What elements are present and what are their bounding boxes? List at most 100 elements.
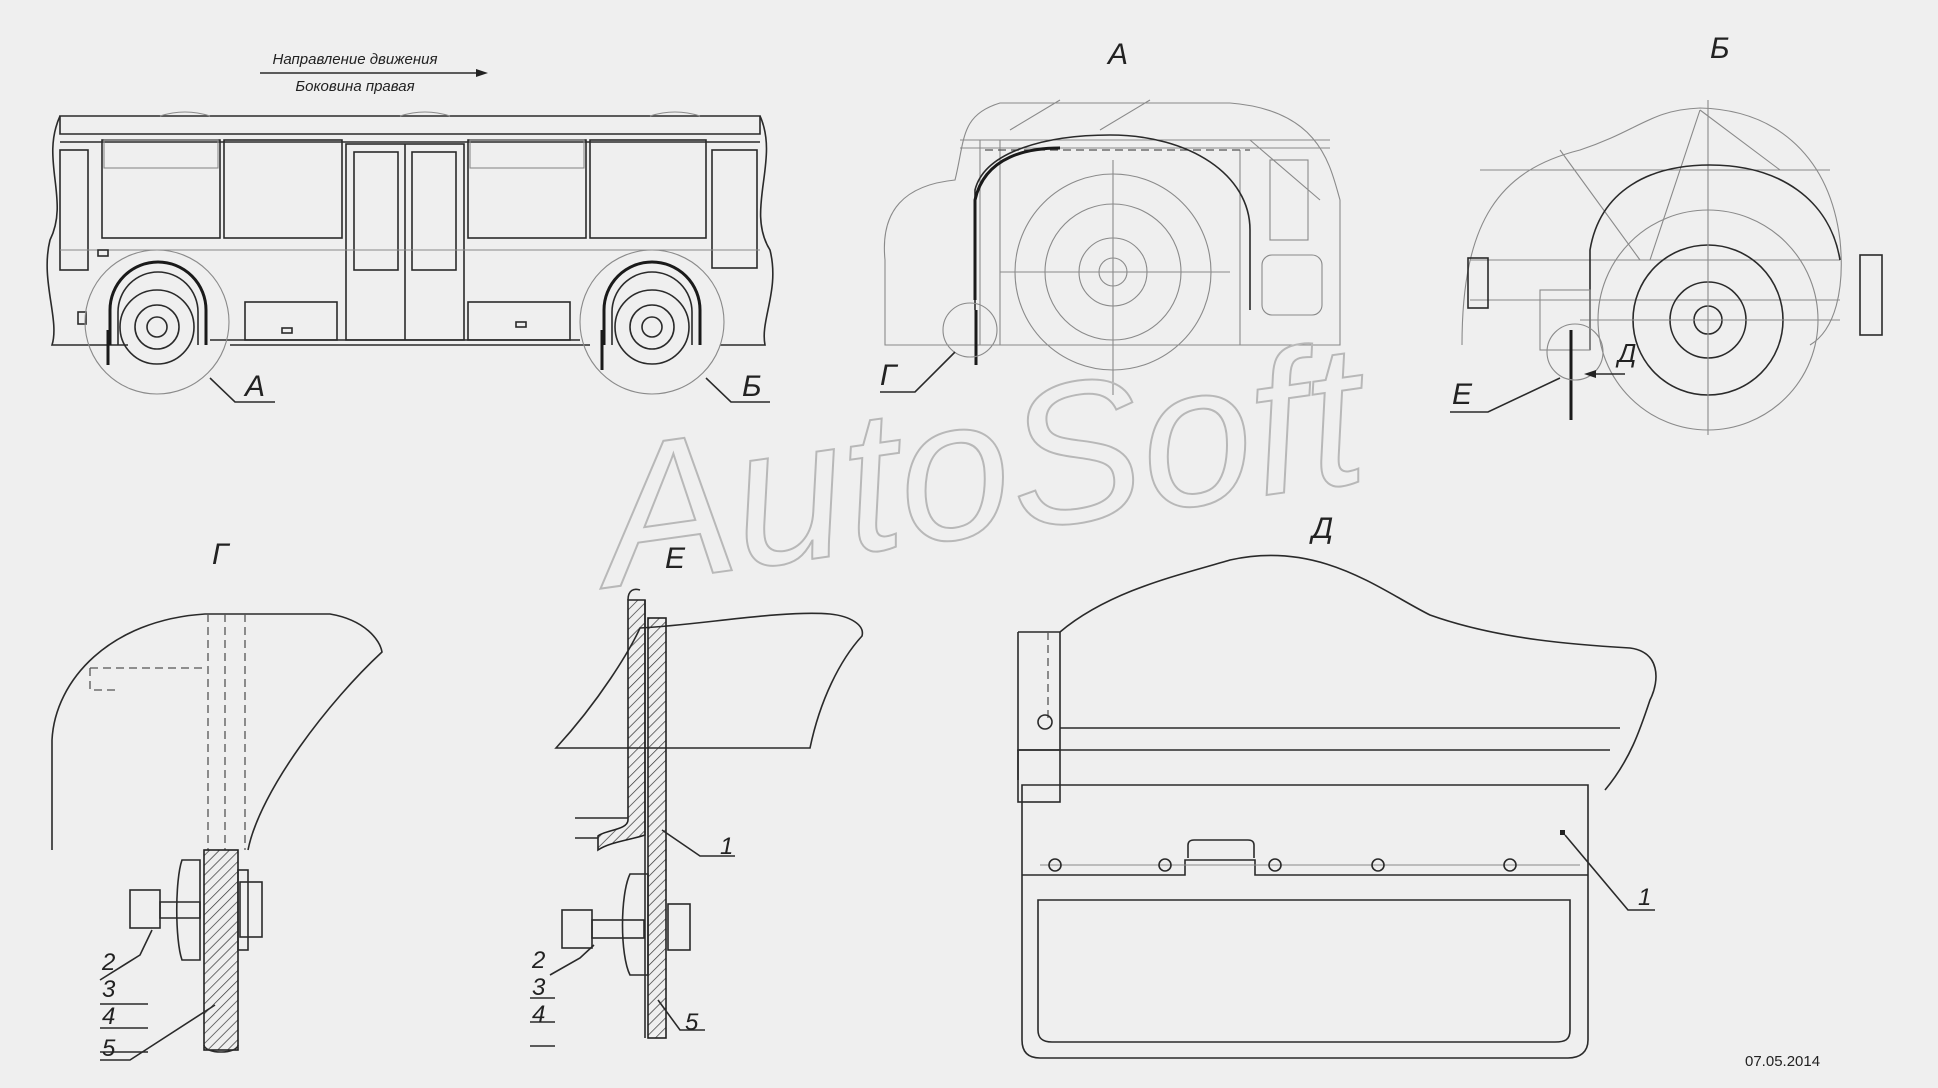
section-e-liner-top bbox=[627, 588, 641, 601]
view-d-bracket-block bbox=[1017, 749, 1061, 803]
door-glass-right bbox=[411, 151, 457, 271]
view-d-lower-edge bbox=[1060, 727, 1620, 751]
section-e-nut bbox=[561, 909, 593, 949]
view-d-fastener-top bbox=[1037, 714, 1053, 730]
hatch-1-handle bbox=[281, 327, 293, 334]
section-g-dashed-verticals bbox=[207, 614, 246, 850]
callout-circle-b bbox=[579, 249, 725, 395]
view-d-mount-line bbox=[1022, 859, 1588, 876]
front-window bbox=[59, 149, 89, 271]
view-a-outline bbox=[883, 102, 1341, 346]
watermark: AutoSoft bbox=[575, 301, 1383, 631]
view-b-bracing bbox=[1559, 109, 1781, 261]
section-g-dashed-profile bbox=[89, 667, 205, 691]
rear-window bbox=[711, 149, 758, 269]
tire-a bbox=[119, 289, 195, 365]
callout-circle-a bbox=[84, 249, 230, 395]
view-d-leader-1 bbox=[1564, 834, 1655, 911]
bus-left-break bbox=[46, 115, 128, 346]
section-e-title: Е bbox=[665, 542, 686, 575]
section-e-bolt bbox=[591, 919, 645, 939]
view-b-title: Б bbox=[1710, 32, 1730, 65]
hatch-1 bbox=[244, 301, 338, 341]
section-g-plate bbox=[237, 869, 249, 951]
section-e-callout-1: 1 bbox=[720, 833, 733, 860]
view-b-frame bbox=[1470, 169, 1840, 301]
label-view-a: А bbox=[243, 370, 265, 403]
view-d: Д 1 bbox=[1017, 512, 1657, 1059]
view-a-arch-liner bbox=[974, 134, 1251, 310]
view-b-leader-e bbox=[1450, 377, 1561, 413]
view-a-bracket bbox=[1269, 159, 1309, 241]
window-4 bbox=[589, 139, 707, 239]
section-g-washer bbox=[175, 859, 201, 961]
view-b-tank bbox=[1539, 289, 1591, 351]
roof-hatches bbox=[159, 111, 701, 117]
view-a-title: А bbox=[1106, 38, 1128, 71]
section-e-leaders-234 bbox=[530, 944, 595, 1047]
view-a-arch-edge bbox=[973, 146, 1061, 300]
wheel-arch-a-inner bbox=[117, 271, 199, 345]
section-g-arch-outline bbox=[51, 613, 383, 851]
view-a-detail: А Г bbox=[880, 38, 1341, 395]
view-b-arrow-d-head bbox=[1584, 370, 1596, 378]
section-g-callout-2: 2 bbox=[101, 949, 115, 976]
view-b-label-d: Д bbox=[1615, 338, 1636, 368]
bus-side-view: Направление движения Боковина правая bbox=[46, 51, 774, 403]
wheel-b: Б bbox=[579, 249, 770, 403]
view-d-mudflap-panel bbox=[1037, 899, 1571, 1043]
view-d-arch-outline bbox=[1018, 554, 1657, 791]
section-e-arch-outline bbox=[554, 612, 864, 749]
section-e-callout-3: 3 bbox=[532, 974, 546, 1001]
section-g-leaders-234 bbox=[99, 929, 153, 1053]
window-1-top bbox=[103, 139, 219, 169]
wheel-arch-b-inner bbox=[611, 271, 693, 345]
rim-b bbox=[629, 304, 675, 350]
view-b-left-bracket bbox=[1467, 257, 1489, 309]
rim-a bbox=[134, 304, 180, 350]
section-g-callout-3: 3 bbox=[102, 976, 116, 1003]
drawing-date: 07.05.2014 bbox=[1745, 1053, 1820, 1070]
window-3-top bbox=[469, 139, 585, 169]
section-e-callout-5: 5 bbox=[685, 1009, 699, 1036]
view-d-bolt-5 bbox=[1503, 858, 1517, 872]
view-a-callout-circle-g bbox=[942, 302, 998, 358]
section-e-leader-5 bbox=[657, 999, 705, 1031]
bus-right-break bbox=[720, 115, 774, 346]
leader-b bbox=[705, 377, 770, 403]
section-g-bolt-head bbox=[239, 881, 263, 938]
section-e: Е 1 2 3 4 5 bbox=[530, 542, 864, 1047]
view-d-mount-tab bbox=[1187, 839, 1255, 858]
view-a-tank bbox=[1261, 254, 1323, 316]
view-d-bolt-4 bbox=[1371, 858, 1385, 872]
section-e-leader-1 bbox=[661, 829, 735, 857]
view-d-title: Д bbox=[1309, 512, 1333, 545]
hatch-2-handle bbox=[515, 321, 527, 328]
wheel-arch-a bbox=[108, 260, 208, 345]
view-b-detail: Б Е Д bbox=[1450, 32, 1883, 435]
window-2 bbox=[223, 139, 343, 239]
section-e-washer bbox=[621, 873, 649, 976]
section-g-title: Г bbox=[212, 538, 231, 571]
view-d-callout-1: 1 bbox=[1638, 884, 1651, 911]
section-e-liner-section bbox=[597, 599, 646, 852]
section-e-floor bbox=[575, 817, 628, 839]
wheel-arch-b bbox=[602, 260, 702, 345]
door-glass-left bbox=[353, 151, 399, 271]
hub-b bbox=[641, 316, 663, 338]
view-b-callout-circle-e bbox=[1546, 323, 1604, 381]
section-g-nut bbox=[129, 889, 161, 929]
section-g: Г 2 3 4 5 bbox=[51, 538, 383, 1062]
view-b-arch-liner bbox=[1589, 164, 1841, 350]
window-1 bbox=[101, 139, 221, 239]
label-view-b-small: Б bbox=[742, 370, 762, 403]
view-a-leader-g bbox=[880, 351, 956, 393]
side-label: Боковина правая bbox=[295, 78, 414, 95]
direction-arrow-head bbox=[476, 69, 488, 77]
section-g-callout-4: 4 bbox=[102, 1003, 115, 1030]
section-g-callout-5: 5 bbox=[102, 1035, 116, 1062]
view-d-bolt-3 bbox=[1268, 858, 1282, 872]
direction-label: Направление движения bbox=[273, 51, 438, 68]
bus-roof bbox=[59, 115, 761, 135]
